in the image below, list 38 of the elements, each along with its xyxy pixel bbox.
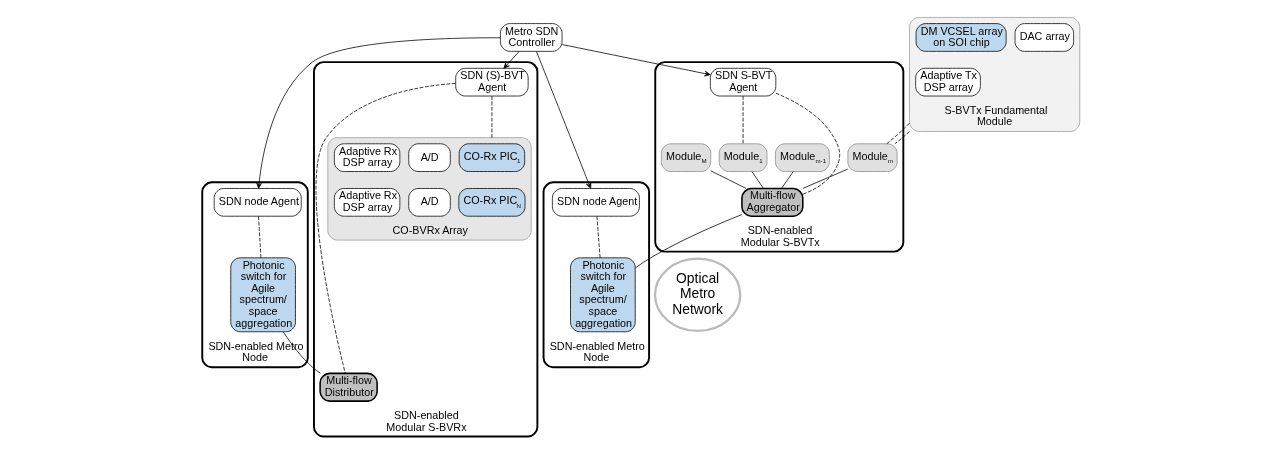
connector	[886, 122, 910, 145]
node-box: A/D	[408, 188, 451, 217]
node-box: Photonic switch for Agile spectrum/ space aggregation	[230, 257, 296, 333]
arrow	[561, 44, 711, 77]
node-box: SDN S-BVT Agent	[709, 67, 777, 97]
connector	[802, 168, 849, 189]
connector	[258, 215, 262, 259]
node-box: Adaptive Tx DSP array	[915, 67, 981, 97]
node-box: A/D	[408, 143, 451, 172]
node-box: Adaptive Rx DSP array	[334, 143, 401, 172]
node-box: Adaptive Rx DSP array	[334, 188, 401, 217]
node-box: DAC array	[1014, 23, 1074, 52]
connector	[596, 215, 601, 259]
arrow	[536, 51, 592, 189]
node-box: CO-Rx PIC$_{N}$	[458, 188, 526, 217]
node-box: DM VCSEL array on SOI chip	[915, 23, 1007, 52]
node-box: Metro SDN Controller	[500, 23, 563, 52]
node-box: Module$_{1}$	[718, 143, 768, 172]
node-ellipse: Optical Metro Network	[653, 257, 742, 333]
node-box: Module$_{m}$	[847, 143, 898, 172]
arrow	[256, 37, 501, 189]
connector	[781, 171, 794, 189]
connector	[634, 214, 743, 269]
arrow	[503, 51, 520, 69]
connector	[315, 83, 456, 374]
node-box: Multi-flow Aggregator	[741, 187, 804, 217]
connector	[751, 171, 764, 189]
connector	[710, 170, 747, 189]
node-box: Module$_{M}$	[661, 143, 712, 172]
node-box: Module$_{m-1}$	[775, 143, 830, 172]
node-box: SDN (S)-BVT Agent	[455, 67, 529, 97]
node-box: Multi-flow Distributor	[319, 372, 378, 402]
node-box: SDN node Agent	[213, 188, 302, 217]
connector	[894, 131, 910, 145]
connector	[283, 331, 321, 374]
node-box: SDN node Agent	[552, 188, 640, 217]
node-box: CO-Rx PIC$_{1}$	[458, 143, 526, 172]
node-box: Photonic switch for Agile spectrum/ space aggregation	[570, 257, 636, 333]
